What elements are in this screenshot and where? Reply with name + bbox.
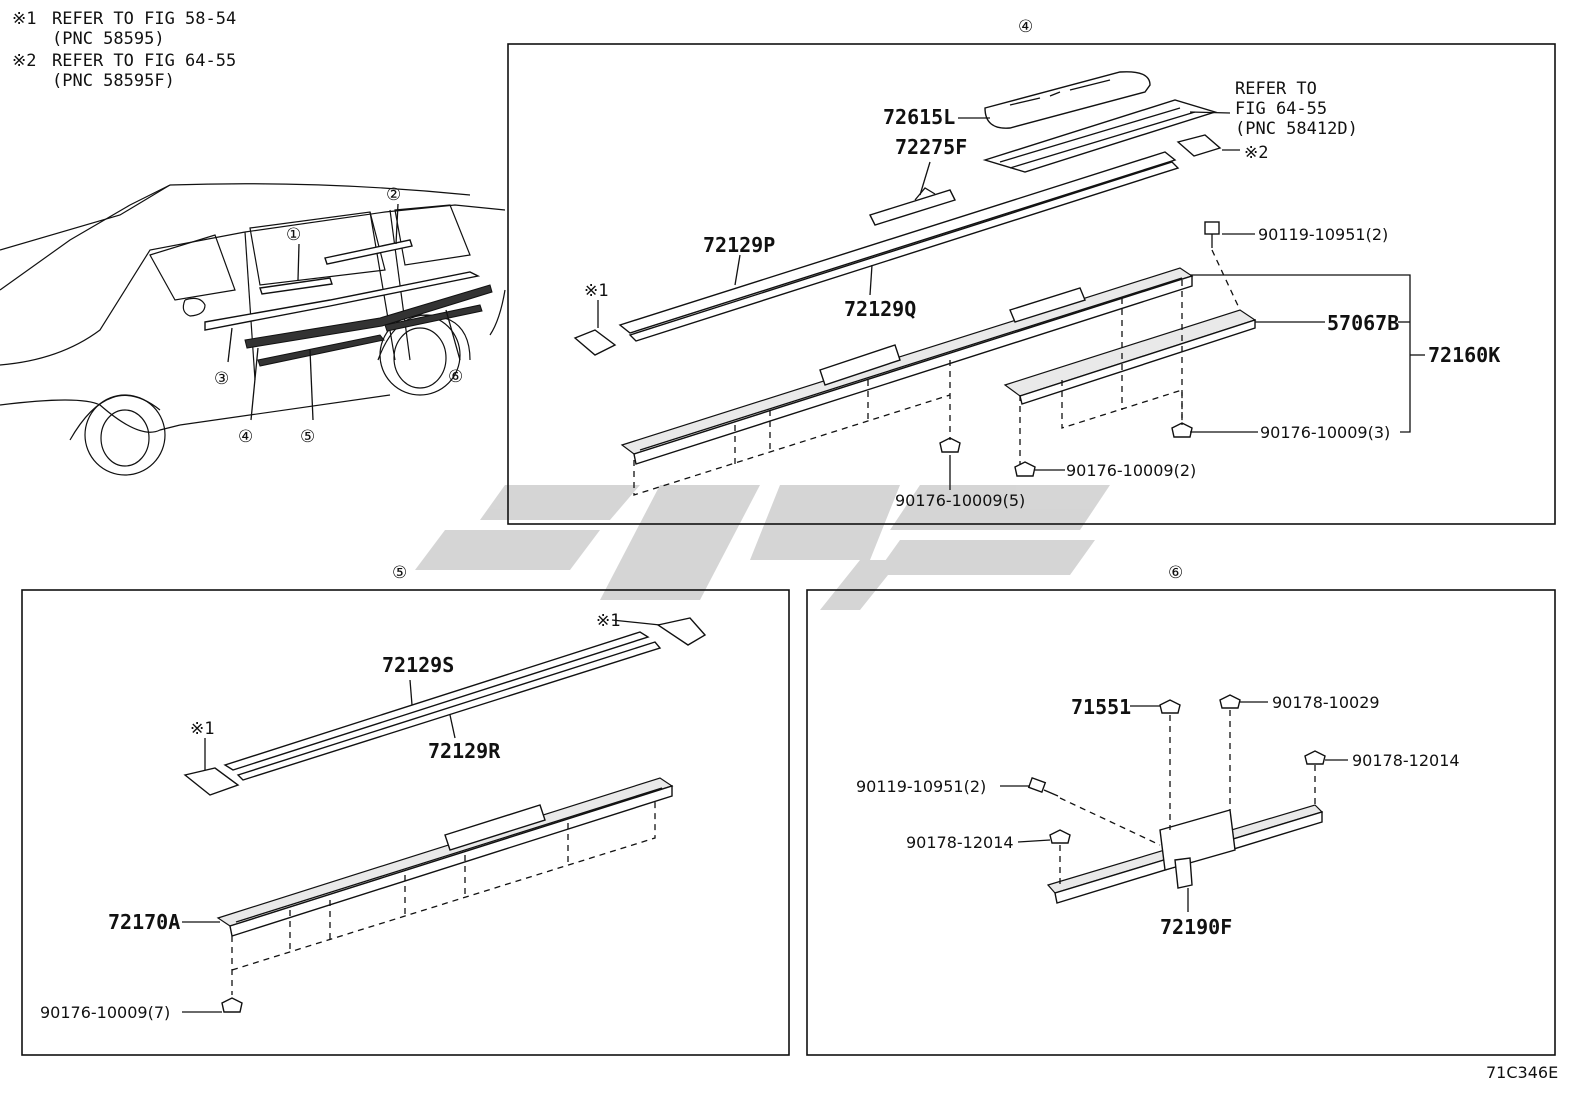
- label-72129Q: 72129Q: [844, 297, 916, 321]
- callout-3: ③: [214, 369, 229, 389]
- ref-mark-1-top: ※1: [596, 611, 620, 631]
- label-90178-12014-right: 90178-12014: [1352, 751, 1460, 770]
- label-90176-10009-2: 90176-10009(2): [1066, 461, 1196, 480]
- panel4-header: ④: [1018, 17, 1033, 37]
- panel6-labels: 71551 72190F 90178-10029 90178-12014 901…: [856, 693, 1460, 939]
- panel6-drawing: [1000, 694, 1348, 912]
- label-72170A: 72170A: [108, 910, 180, 934]
- watermark-logo: [415, 485, 1110, 610]
- label-90178-12014-left: 90178-12014: [906, 833, 1014, 852]
- label-72160K: 72160K: [1428, 343, 1500, 367]
- label-90176-10009-5: 90176-10009(5): [895, 491, 1025, 510]
- callout-5: ⑤: [300, 427, 315, 447]
- callout-4: ④: [238, 427, 253, 447]
- panel5-header: ⑤: [392, 563, 407, 583]
- label-90176-10009-7: 90176-10009(7): [40, 1003, 170, 1022]
- note-1-line1: REFER TO FIG 58-54: [52, 9, 236, 29]
- callout-1: ①: [286, 225, 301, 245]
- label-90119-10951-2: 90119-10951(2): [1258, 225, 1388, 244]
- panel6-frame: [806, 589, 1556, 1056]
- panel4-labels: 72615L 72275F 72129P 72129Q 57067B 72160…: [584, 79, 1500, 510]
- note-1-line2: (PNC 58595): [52, 29, 165, 49]
- callout-2: ②: [386, 185, 401, 205]
- note-2-line1: REFER TO FIG 64-55: [52, 51, 236, 71]
- refer-line3: (PNC 58412D): [1235, 119, 1358, 139]
- note-2-line2: (PNC 58595F): [52, 71, 175, 91]
- label-72615L: 72615L: [883, 105, 955, 129]
- label-71551: 71551: [1071, 695, 1131, 719]
- ref-mark-2: ※2: [1244, 143, 1268, 163]
- label-72129R: 72129R: [428, 739, 501, 763]
- ref-mark-1-left: ※1: [190, 719, 214, 739]
- label-72190F: 72190F: [1160, 915, 1232, 939]
- note-2-mark: ※2: [12, 51, 36, 71]
- panel5-labels: 72129S 72129R 72170A ※1 ※1 90176-10009(7…: [40, 611, 620, 1022]
- panel5-drawing: [182, 617, 707, 1013]
- notes-block: ※1 REFER TO FIG 58-54 (PNC 58595) ※2 REF…: [12, 9, 236, 91]
- label-72129P: 72129P: [703, 233, 775, 257]
- label-90119-10951-2-p6: 90119-10951(2): [856, 777, 986, 796]
- note-1-mark: ※1: [12, 9, 36, 29]
- vehicle-overview: ① ② ③ ④ ⑤ ⑥: [0, 183, 506, 476]
- label-72275F: 72275F: [895, 135, 967, 159]
- label-90178-10029: 90178-10029: [1272, 693, 1380, 712]
- panel4-frame: [507, 43, 1556, 525]
- label-90176-10009-3: 90176-10009(3): [1260, 423, 1390, 442]
- label-72129S: 72129S: [382, 653, 454, 677]
- panel5-frame: [21, 589, 790, 1056]
- refer-line2: FIG 64-55: [1235, 99, 1327, 119]
- figure-code: 71C346E: [1486, 1063, 1558, 1082]
- ref-mark-1: ※1: [584, 281, 608, 301]
- label-57067B: 57067B: [1327, 311, 1399, 335]
- refer-line1: REFER TO: [1235, 79, 1317, 99]
- panel6-header: ⑥: [1168, 563, 1183, 583]
- callout-6: ⑥: [448, 367, 463, 387]
- panel4-drawing: [573, 71, 1425, 496]
